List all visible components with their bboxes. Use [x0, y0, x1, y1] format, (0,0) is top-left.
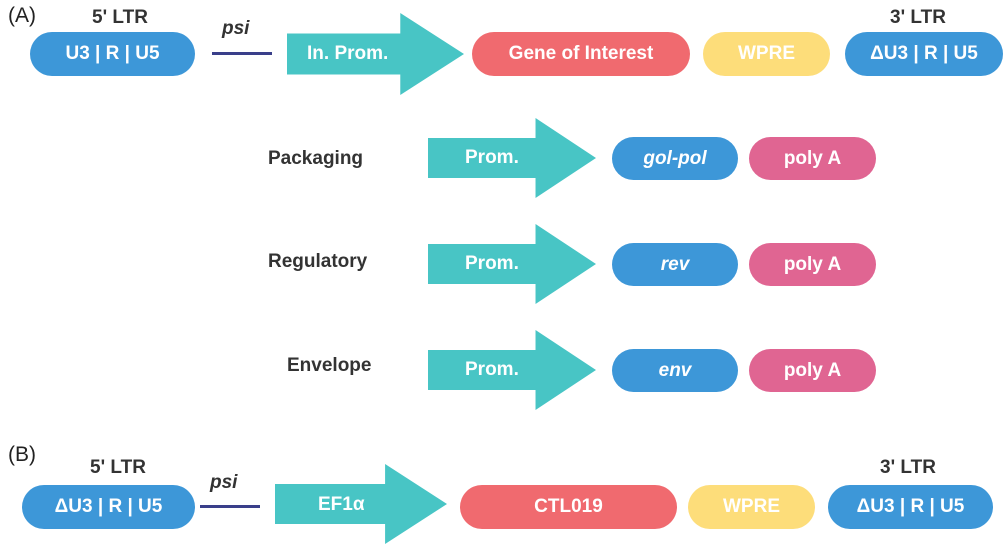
panel-a-wpre: WPRE: [703, 32, 830, 76]
panel-a-5ltr-caption: 5' LTR: [92, 7, 148, 28]
envelope-promoter-label: Prom.: [465, 359, 519, 380]
panel-a-gene-of-interest: Gene of Interest: [472, 32, 690, 76]
regulatory-label: Regulatory: [268, 251, 368, 272]
packaging-polya: poly A: [749, 137, 876, 180]
envelope-polya: poly A: [749, 349, 876, 392]
panel-b-car-gene: CTL019: [460, 485, 677, 529]
panel-b-3ltr-box: ΔU3 | R | U5: [828, 485, 993, 529]
envelope-gene: env: [612, 349, 738, 392]
panel-a-3ltr-caption: 3' LTR: [890, 7, 946, 28]
packaging-gene: gol-pol: [612, 137, 738, 180]
panel-a-psi-label: psi: [222, 18, 250, 39]
panel-b-psi-line: [200, 505, 260, 508]
panel-b-psi-label: psi: [210, 472, 238, 493]
packaging-promoter-label: Prom.: [465, 147, 519, 168]
panel-b-promoter-label: EF1α: [318, 494, 365, 515]
panel-b-5ltr-box: ΔU3 | R | U5: [22, 485, 195, 529]
panel-a-promoter-label: In. Prom.: [307, 43, 389, 64]
panel-a-5ltr-box: U3 | R | U5: [30, 32, 195, 76]
packaging-label: Packaging: [268, 148, 364, 169]
panel-a-label: (A): [8, 4, 36, 27]
panel-b-5ltr-caption: 5' LTR: [90, 457, 146, 478]
panel-b-wpre: WPRE: [688, 485, 815, 529]
envelope-label: Envelope: [287, 355, 372, 376]
regulatory-gene: rev: [612, 243, 738, 286]
regulatory-polya: poly A: [749, 243, 876, 286]
panel-a-3ltr-box: ΔU3 | R | U5: [845, 32, 1003, 76]
panel-b-3ltr-caption: 3' LTR: [880, 457, 936, 478]
panel-b-label: (B): [8, 443, 36, 466]
regulatory-promoter-label: Prom.: [465, 253, 519, 274]
panel-a-psi-line: [212, 52, 272, 55]
